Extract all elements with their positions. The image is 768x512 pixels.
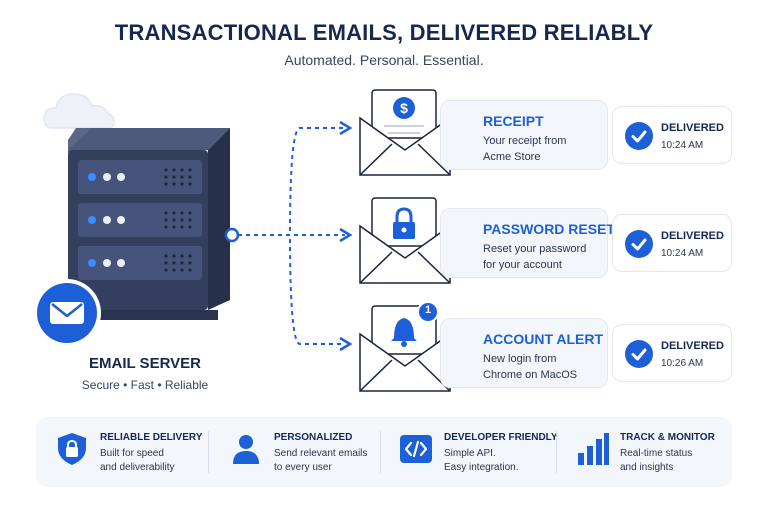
divider <box>380 431 381 473</box>
email-description: Reset your password for your account <box>483 243 587 271</box>
status-time: 10:24 AM <box>661 248 704 259</box>
status-label: DELIVERED <box>661 122 724 134</box>
check-circle-icon <box>625 230 653 258</box>
divider <box>208 431 209 473</box>
page-subtitle: Automated. Personal. Essential. <box>284 52 484 68</box>
divider <box>556 431 557 473</box>
status-card-password-reset: DELIVERED 10:24 AM <box>612 214 732 272</box>
email-title: ACCOUNT ALERT <box>483 331 604 347</box>
page-title: TRANSACTIONAL EMAILS, DELIVERED RELIABLY <box>114 20 654 45</box>
svg-text:$: $ <box>400 100 408 116</box>
email-title: RECEIPT <box>483 113 544 129</box>
check-circle-icon <box>625 122 653 150</box>
status-card-account-alert: DELIVERED 10:26 AM <box>612 324 732 382</box>
cloud-icon <box>43 93 115 129</box>
server-tagline: Secure • Fast • Reliable <box>81 378 209 392</box>
feature-personalized: PERSONALIZED Send relevant emails to eve… <box>218 417 386 487</box>
server-vents <box>164 168 192 272</box>
code-icon <box>400 435 432 463</box>
email-description: New login from Chrome on MacOS <box>483 353 578 381</box>
email-card-receipt: RECEIPT Your receipt from Acme Store <box>440 100 608 170</box>
server-leds <box>88 173 125 267</box>
user-icon <box>233 435 259 464</box>
server-label: EMAIL SERVER <box>89 355 201 372</box>
notification-badge: 1 <box>424 304 432 316</box>
connector-lines <box>224 120 353 352</box>
status-time: 10:24 AM <box>661 140 704 151</box>
email-card-password-reset: PASSWORD RESET Reset your password for y… <box>440 208 615 278</box>
status-label: DELIVERED <box>661 230 724 242</box>
feature-strip: RELIABLE DELIVERY Built for speed and de… <box>36 417 732 487</box>
status-card-receipt: DELIVERED 10:24 AM <box>612 106 732 164</box>
status-time: 10:26 AM <box>661 358 704 369</box>
envelope-receipt: $ <box>359 89 451 176</box>
shield-lock-icon <box>58 433 86 465</box>
check-circle-icon <box>625 340 653 368</box>
envelope-password-reset <box>359 197 451 284</box>
bar-chart-icon <box>578 433 609 465</box>
feature-developer-friendly: DEVELOPER FRIENDLY Simple API. Easy inte… <box>388 417 558 487</box>
feature-reliable-delivery: RELIABLE DELIVERY Built for speed and de… <box>44 417 212 487</box>
email-title: PASSWORD RESET <box>483 221 615 237</box>
feature-track-monitor: TRACK & MONITOR Real-time status and ins… <box>564 417 732 487</box>
email-card-account-alert: ACCOUNT ALERT New login from Chrome on M… <box>440 318 608 388</box>
mail-badge-icon <box>33 279 101 347</box>
status-label: DELIVERED <box>661 340 724 352</box>
email-description: Your receipt from Acme Store <box>483 135 567 163</box>
